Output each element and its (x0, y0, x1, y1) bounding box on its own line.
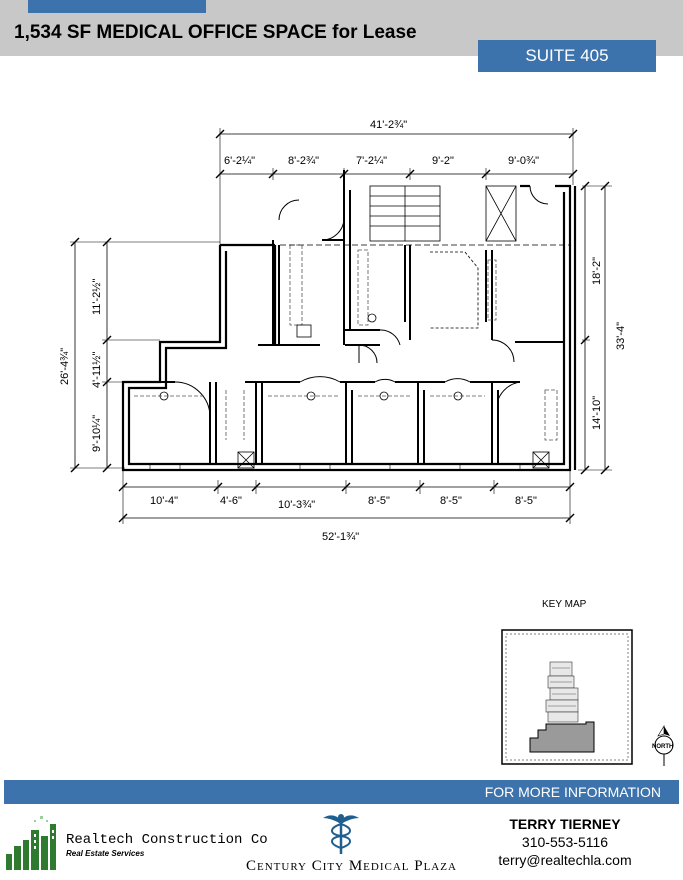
contact-email[interactable]: terry@realtechla.com (498, 852, 632, 868)
contact-block: TERRY TIERNEY 310-553-5116 terry@realtec… (470, 816, 660, 868)
dim-left-overall: 26'-4¾" (59, 348, 71, 385)
dim-top-2: 8'-2¾" (288, 155, 319, 167)
dim-top-1: 6'-2¼" (224, 155, 255, 167)
dim-overall-top: 41'-2¾" (370, 119, 407, 131)
dim-bottom-6: 8'-5" (515, 495, 537, 507)
north-label: NORTH (652, 744, 673, 750)
company-name: Realtech Construction Co (66, 832, 268, 848)
dim-bottom-1: 10'-4" (150, 495, 178, 507)
company-subtitle: Real Estate Services (66, 849, 145, 858)
dim-bottom-5: 8'-5" (440, 495, 462, 507)
north-arrow-icon: NORTH (652, 724, 674, 766)
dim-overall-bottom: 52'-1¾" (322, 531, 359, 540)
header-accent-strip (28, 0, 206, 13)
dim-bottom-3: 10'-3¾" (278, 499, 315, 511)
suite-badge: SUITE 405 (478, 40, 656, 72)
dim-left-middle: 4'-11½" (91, 352, 103, 388)
info-bar: FOR MORE INFORMATION (4, 780, 679, 804)
building-name: Century City Medical Plaza (246, 858, 457, 874)
contact-name: TERRY TIERNEY (509, 816, 621, 832)
dim-left-lower: 9'-10¼" (91, 415, 103, 452)
dim-right-overall: 33'-4" (615, 322, 627, 350)
floor-plan: 41'-2¾" 6'-2¼" 8'-2¾" 7'-2¼" 9'-2" 9'-0¾… (59, 119, 627, 540)
realtech-logo-icon (6, 816, 56, 870)
dim-bottom-2: 4'-6" (220, 495, 242, 507)
caduceus-logo-icon (323, 814, 359, 854)
dim-right-lower: 14'-10" (591, 396, 603, 430)
key-map (501, 629, 633, 765)
info-label: FOR MORE INFORMATION (484, 784, 661, 800)
dim-right-upper: 18'-2" (591, 257, 603, 285)
dim-top-3: 7'-2¼" (356, 155, 387, 167)
key-map-label: KEY MAP (542, 599, 587, 610)
dim-left-upper: 11'-2½" (91, 279, 103, 315)
dim-top-4: 9'-2" (432, 155, 454, 167)
page-title: 1,534 SF MEDICAL OFFICE SPACE for Lease (14, 22, 417, 43)
dim-bottom-4: 8'-5" (368, 495, 390, 507)
dim-top-5: 9'-0¾" (508, 155, 539, 167)
contact-phone[interactable]: 310-553-5116 (521, 834, 609, 850)
